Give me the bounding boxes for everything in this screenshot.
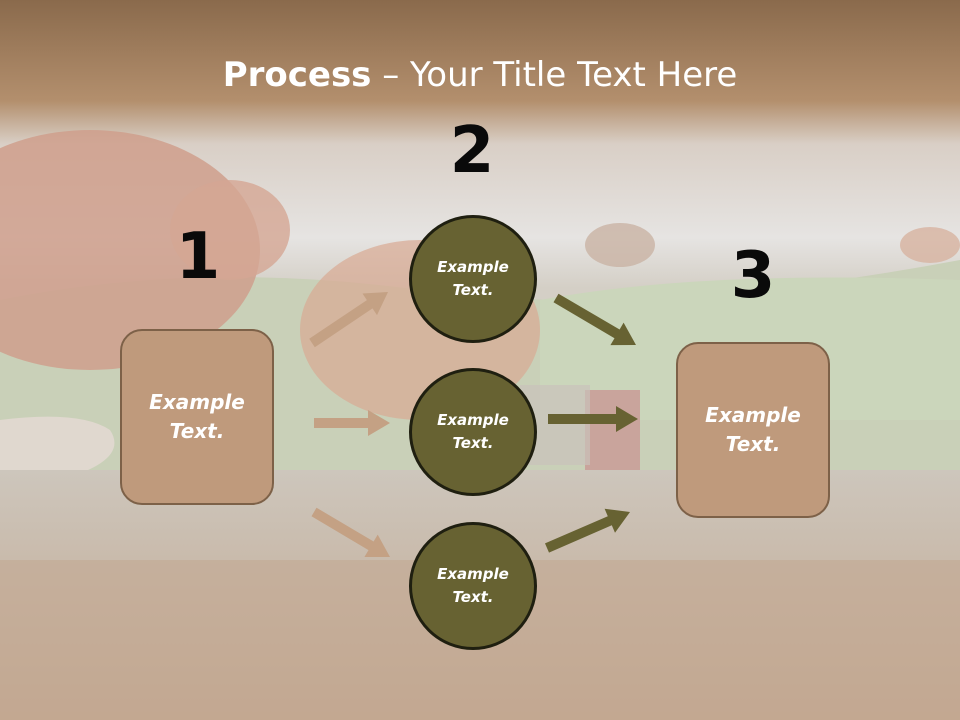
arrow-top-to-3 (553, 293, 636, 346)
step-1-box[interactable]: Example Text. (120, 329, 274, 505)
arrow-bottom-to-3 (545, 508, 630, 553)
step-number-1: 1 (175, 220, 221, 294)
step-number-3: 3 (730, 239, 776, 313)
title-bold: Process (222, 55, 372, 95)
arrow-1-to-bottom (311, 507, 390, 557)
step-3-box[interactable]: Example Text. (676, 342, 830, 518)
circle-middle-text: Example Text. (437, 411, 509, 452)
circle-bottom-text: Example Text. (437, 565, 509, 606)
slide-title: Process – Your Title Text Here (0, 50, 960, 100)
title-rest: – Your Title Text Here (371, 55, 738, 95)
arrow-1-to-top (309, 292, 388, 348)
arrow-1-to-middle (314, 410, 390, 436)
arrow-middle-to-3 (548, 406, 638, 432)
step-2-circle-bottom[interactable]: Example Text. (409, 522, 537, 650)
step-2-circle-top[interactable]: Example Text. (409, 215, 537, 343)
step-3-box-text: Example Text. (705, 403, 801, 456)
step-1-box-text: Example Text. (149, 390, 245, 443)
circle-top-text: Example Text. (437, 258, 509, 299)
step-2-circle-middle[interactable]: Example Text. (409, 368, 537, 496)
step-number-2: 2 (449, 114, 495, 188)
